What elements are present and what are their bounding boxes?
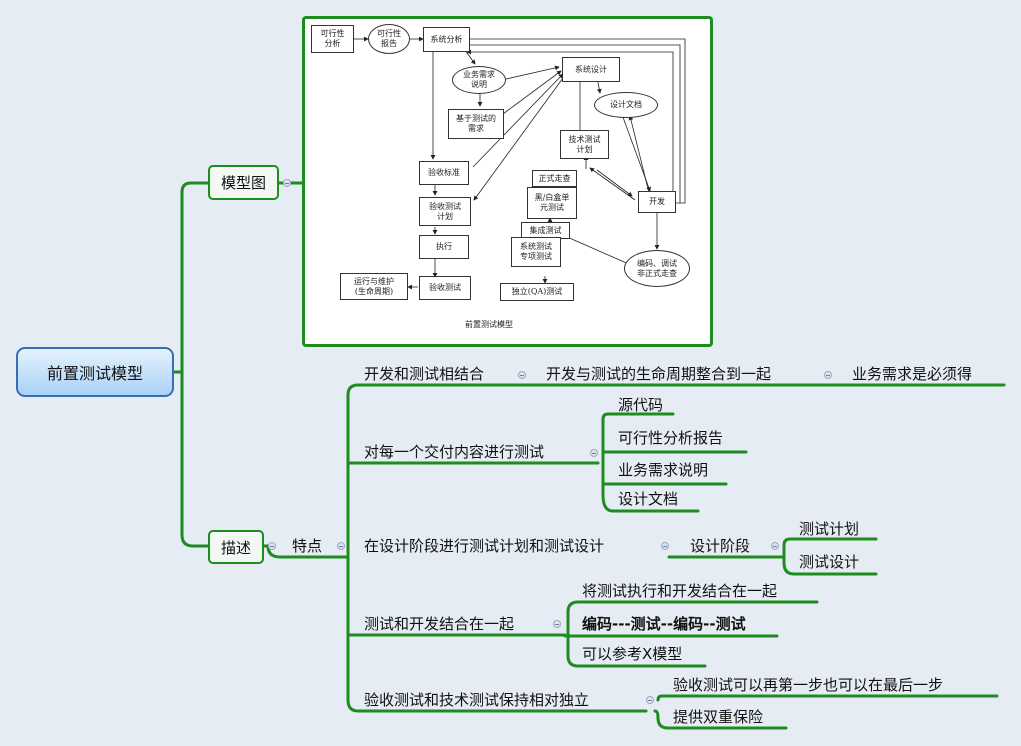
leaf-biz-req-doc[interactable]: 业务需求说明 — [618, 461, 709, 479]
leaf-acceptance-first-or-last[interactable]: 验收测试可以再第一步也可以在最后一步 — [673, 676, 944, 694]
model-diagram-node[interactable]: 模型图 — [208, 165, 279, 200]
model-diagram-image: 可行性分析 可行性报告 系统分析 业务需求说明 基于测试的需求 验收标准 验收测… — [302, 16, 713, 347]
leaf-feasibility-report[interactable]: 可行性分析报告 — [618, 429, 724, 447]
box-system-analysis: 系统分析 — [423, 27, 470, 52]
root-node[interactable]: 前置测试模型 — [16, 347, 174, 397]
item-test-dev-combined[interactable]: 测试和开发结合在一起 — [364, 615, 515, 633]
leaf-test-plan[interactable]: 测试计划 — [799, 520, 860, 538]
leaf-test-design[interactable]: 测试设计 — [799, 553, 860, 571]
box-develop: 开发 — [638, 191, 676, 213]
description-node[interactable]: 描述 — [208, 530, 264, 564]
leaf-exec-with-dev[interactable]: 将测试执行和开发结合在一起 — [582, 582, 778, 600]
box-execute: 执行 — [419, 235, 469, 259]
item-test-each-deliverable[interactable]: 对每一个交付内容进行测试 — [364, 443, 545, 461]
collapse-toggle-icon[interactable] — [268, 542, 276, 550]
feature-node[interactable]: 特点 — [292, 537, 323, 555]
collapse-toggle-icon[interactable] — [646, 696, 654, 704]
collapse-toggle-icon[interactable] — [824, 371, 832, 379]
item-test-in-design-phase[interactable]: 在设计阶段进行测试计划和测试设计 — [364, 537, 605, 555]
box-system-test: 系统测试专项测试 — [511, 237, 561, 267]
item-dev-test-combined[interactable]: 开发和测试相结合 — [364, 365, 485, 383]
collapse-toggle-icon[interactable] — [553, 620, 561, 628]
box-acceptance-test: 验收测试 — [419, 276, 471, 300]
collapse-toggle-icon[interactable] — [337, 542, 345, 550]
collapse-toggle-icon[interactable] — [283, 179, 291, 187]
item-biz-req-required[interactable]: 业务需求是必须得 — [852, 365, 973, 383]
item-design-phase[interactable]: 设计阶段 — [690, 537, 751, 555]
box-formal-review: 正式走查 — [532, 170, 577, 187]
box-unit-test: 黑/白盒单元测试 — [527, 187, 577, 219]
ellipse-feasibility-report: 可行性报告 — [368, 24, 410, 54]
collapse-toggle-icon[interactable] — [590, 449, 598, 457]
leaf-ref-x-model[interactable]: 可以参考X模型 — [582, 645, 683, 663]
box-independent-qa: 独立(QA)测试 — [500, 283, 574, 301]
leaf-source-code[interactable]: 源代码 — [618, 396, 664, 414]
ellipse-biz-req: 业务需求说明 — [452, 66, 506, 94]
box-feasibility: 可行性分析 — [311, 25, 354, 53]
diagram-caption: 前置测试模型 — [465, 320, 513, 329]
box-acceptance-plan: 验收测试计划 — [419, 197, 471, 226]
box-acceptance-criteria: 验收标准 — [419, 161, 469, 185]
collapse-toggle-icon[interactable] — [661, 542, 669, 550]
leaf-code-test-cycle[interactable]: 编码---测试--编码--测试 — [582, 615, 746, 633]
box-operation: 运行与维护(生命周期) — [340, 273, 408, 300]
ellipse-design-doc: 设计文档 — [594, 92, 658, 118]
collapse-toggle-icon[interactable] — [518, 371, 526, 379]
leaf-design-doc[interactable]: 设计文档 — [618, 490, 679, 508]
box-system-design: 系统设计 — [562, 57, 620, 82]
leaf-double-insurance[interactable]: 提供双重保险 — [673, 708, 764, 726]
item-independent-tests[interactable]: 验收测试和技术测试保持相对独立 — [364, 691, 590, 709]
box-test-req: 基于测试的需求 — [448, 109, 504, 139]
item-lifecycle-integration[interactable]: 开发与测试的生命周期整合到一起 — [546, 365, 772, 383]
box-tech-plan: 技术测试计划 — [560, 130, 609, 159]
collapse-toggle-icon[interactable] — [771, 542, 779, 550]
ellipse-coding: 编码、调试非正式走查 — [624, 250, 690, 287]
